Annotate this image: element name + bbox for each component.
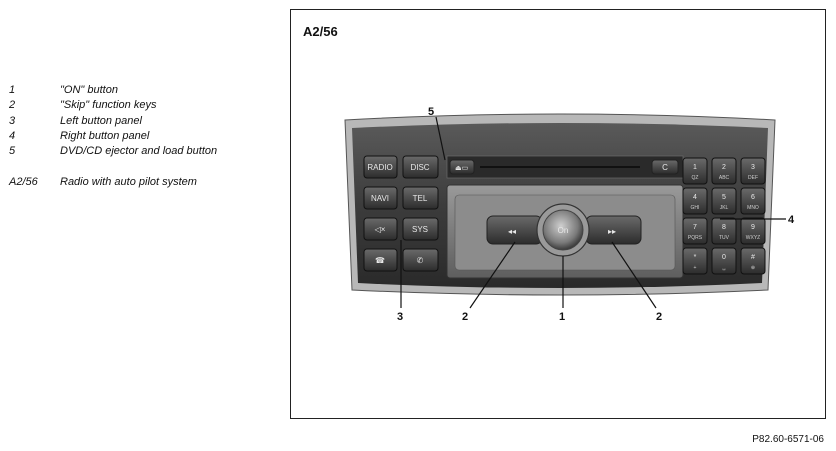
phone-end-icon: ☎ bbox=[375, 256, 385, 265]
keypad-key-digit: 3 bbox=[751, 164, 755, 171]
mute-button[interactable] bbox=[363, 217, 398, 241]
keypad-key-digit: 6 bbox=[751, 194, 755, 201]
keypad-key-digit: 9 bbox=[751, 224, 755, 231]
mute-icon: ◁× bbox=[375, 225, 386, 234]
keypad-key-5[interactable] bbox=[711, 187, 737, 215]
keypad-key-8[interactable] bbox=[711, 217, 737, 245]
keypad-key-9[interactable] bbox=[740, 217, 766, 245]
disc-button[interactable] bbox=[402, 155, 439, 179]
radio-button[interactable] bbox=[363, 155, 398, 179]
keypad-key-digit: 5 bbox=[722, 194, 726, 201]
figure-title: A2/56 bbox=[303, 24, 338, 39]
keypad-key-letters: PQRS bbox=[688, 235, 703, 241]
keypad-key-digit: 8 bbox=[722, 224, 726, 231]
keypad-key-6[interactable] bbox=[740, 187, 766, 215]
keypad-key-letters: GHI bbox=[691, 205, 700, 211]
sys-label: SYS bbox=[412, 225, 428, 234]
on-label: On bbox=[558, 226, 569, 235]
skip-back-icon: ◂◂ bbox=[508, 227, 516, 236]
keypad-key-2[interactable] bbox=[711, 157, 737, 185]
callout-4: 4 bbox=[788, 214, 795, 226]
keypad-key-letters: JKL bbox=[720, 205, 729, 211]
phone-end-button[interactable] bbox=[363, 248, 398, 272]
eject-icon: ⏏▭ bbox=[455, 165, 468, 172]
clear-label: C bbox=[662, 163, 668, 172]
keypad-key-letters: ␣ bbox=[722, 265, 725, 271]
keypad-key-digit: 4 bbox=[693, 194, 697, 201]
phone-accept-button[interactable] bbox=[402, 248, 439, 272]
tel-label: TEL bbox=[413, 194, 428, 203]
tel-button[interactable] bbox=[402, 186, 439, 210]
keypad-key-digit: 0 bbox=[722, 254, 726, 261]
keypad-key-1[interactable] bbox=[682, 157, 708, 185]
keypad-key-digit: 1 bbox=[693, 164, 697, 171]
keypad-key-digit: 2 bbox=[722, 164, 726, 171]
keypad-key-digit: 7 bbox=[693, 224, 697, 231]
keypad-key-3[interactable] bbox=[740, 157, 766, 185]
leader-line-5 bbox=[435, 116, 446, 161]
keypad-key-letters: ⊕ bbox=[751, 265, 755, 271]
keypad-key-digit: # bbox=[751, 254, 755, 261]
callout-1: 1 bbox=[559, 311, 565, 323]
keypad-key-4[interactable] bbox=[682, 187, 708, 215]
on-button[interactable] bbox=[542, 209, 584, 251]
callout-3: 3 bbox=[397, 311, 403, 323]
clear-button[interactable] bbox=[651, 159, 679, 175]
keypad-key-letters: QZ bbox=[692, 175, 699, 181]
keypad-key-star[interactable] bbox=[682, 247, 708, 275]
leader-lines bbox=[400, 116, 786, 309]
keypad-key-0[interactable] bbox=[711, 247, 737, 275]
keypad-key-digit: * bbox=[694, 254, 697, 261]
disc-label: DISC bbox=[410, 163, 429, 172]
callout-2-right: 2 bbox=[656, 311, 662, 323]
figure-reference: P82.60-6571-06 bbox=[752, 434, 824, 445]
callout-2-left: 2 bbox=[462, 311, 468, 323]
leader-line-2a bbox=[469, 241, 516, 309]
skip-forward-icon: ▸▸ bbox=[608, 227, 616, 236]
keypad-key-hash[interactable] bbox=[740, 247, 766, 275]
phone-accept-icon: ✆ bbox=[417, 256, 424, 265]
sys-button[interactable] bbox=[402, 217, 439, 241]
keypad-key-7[interactable] bbox=[682, 217, 708, 245]
eject-button[interactable] bbox=[449, 159, 475, 175]
keypad-key-letters: ABC bbox=[719, 175, 730, 181]
keypad-key-letters: + bbox=[694, 265, 697, 271]
keypad-key-letters: WXYZ bbox=[746, 235, 760, 241]
leader-line-2b bbox=[611, 241, 657, 309]
keypad-key-letters: DEF bbox=[748, 175, 758, 181]
callout-5: 5 bbox=[428, 106, 434, 118]
keypad-key-letters: TUV bbox=[719, 235, 730, 241]
keypad-key-letters: MNO bbox=[747, 205, 759, 211]
figure-frame: A2/56 bbox=[290, 9, 826, 419]
navi-label: NAVI bbox=[371, 194, 389, 203]
radio-label: RADIO bbox=[367, 163, 392, 172]
navi-button[interactable] bbox=[363, 186, 398, 210]
